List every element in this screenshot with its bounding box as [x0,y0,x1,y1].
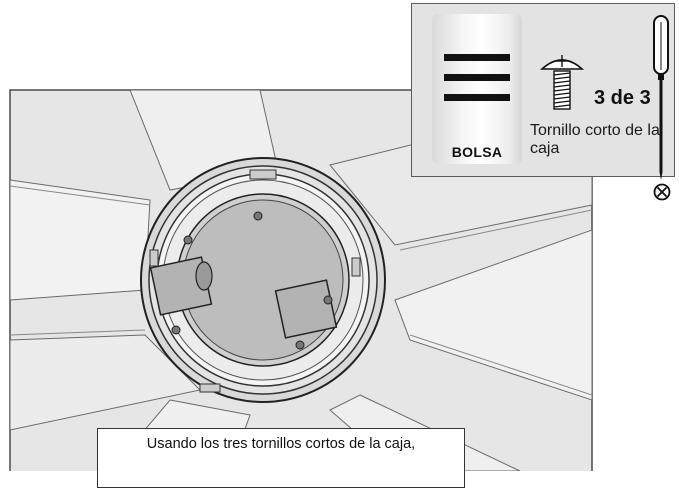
plate-screw [295,340,305,350]
bracket-right [274,279,338,339]
plate-screw [171,325,181,335]
bag-stripe [444,94,510,101]
blade-left [10,179,151,301]
circle-x-icon [653,183,671,201]
caption-line-1: Usando los tres tornillos cortos de la c… [146,436,416,452]
hardware-inset: BOLSA 3 de 3 Tornillo corto de la caja [411,3,675,177]
screwdriver-icon [653,15,669,180]
plate-screw [183,235,193,245]
screw-icon [539,55,585,110]
instruction-caption: Usando los tres tornillos cortos de la c… [97,428,465,488]
plate-screw [253,211,263,221]
screw-count: 3 de 3 [594,87,651,109]
screw-description: Tornillo corto de la caja [530,122,660,157]
bag-stripe [444,54,510,61]
bag-label: BOLSA [451,144,503,160]
blade-right [394,229,592,401]
plate-screw [323,295,333,305]
bag-stripe [444,74,510,81]
hardware-bag: BOLSA [432,14,522,164]
